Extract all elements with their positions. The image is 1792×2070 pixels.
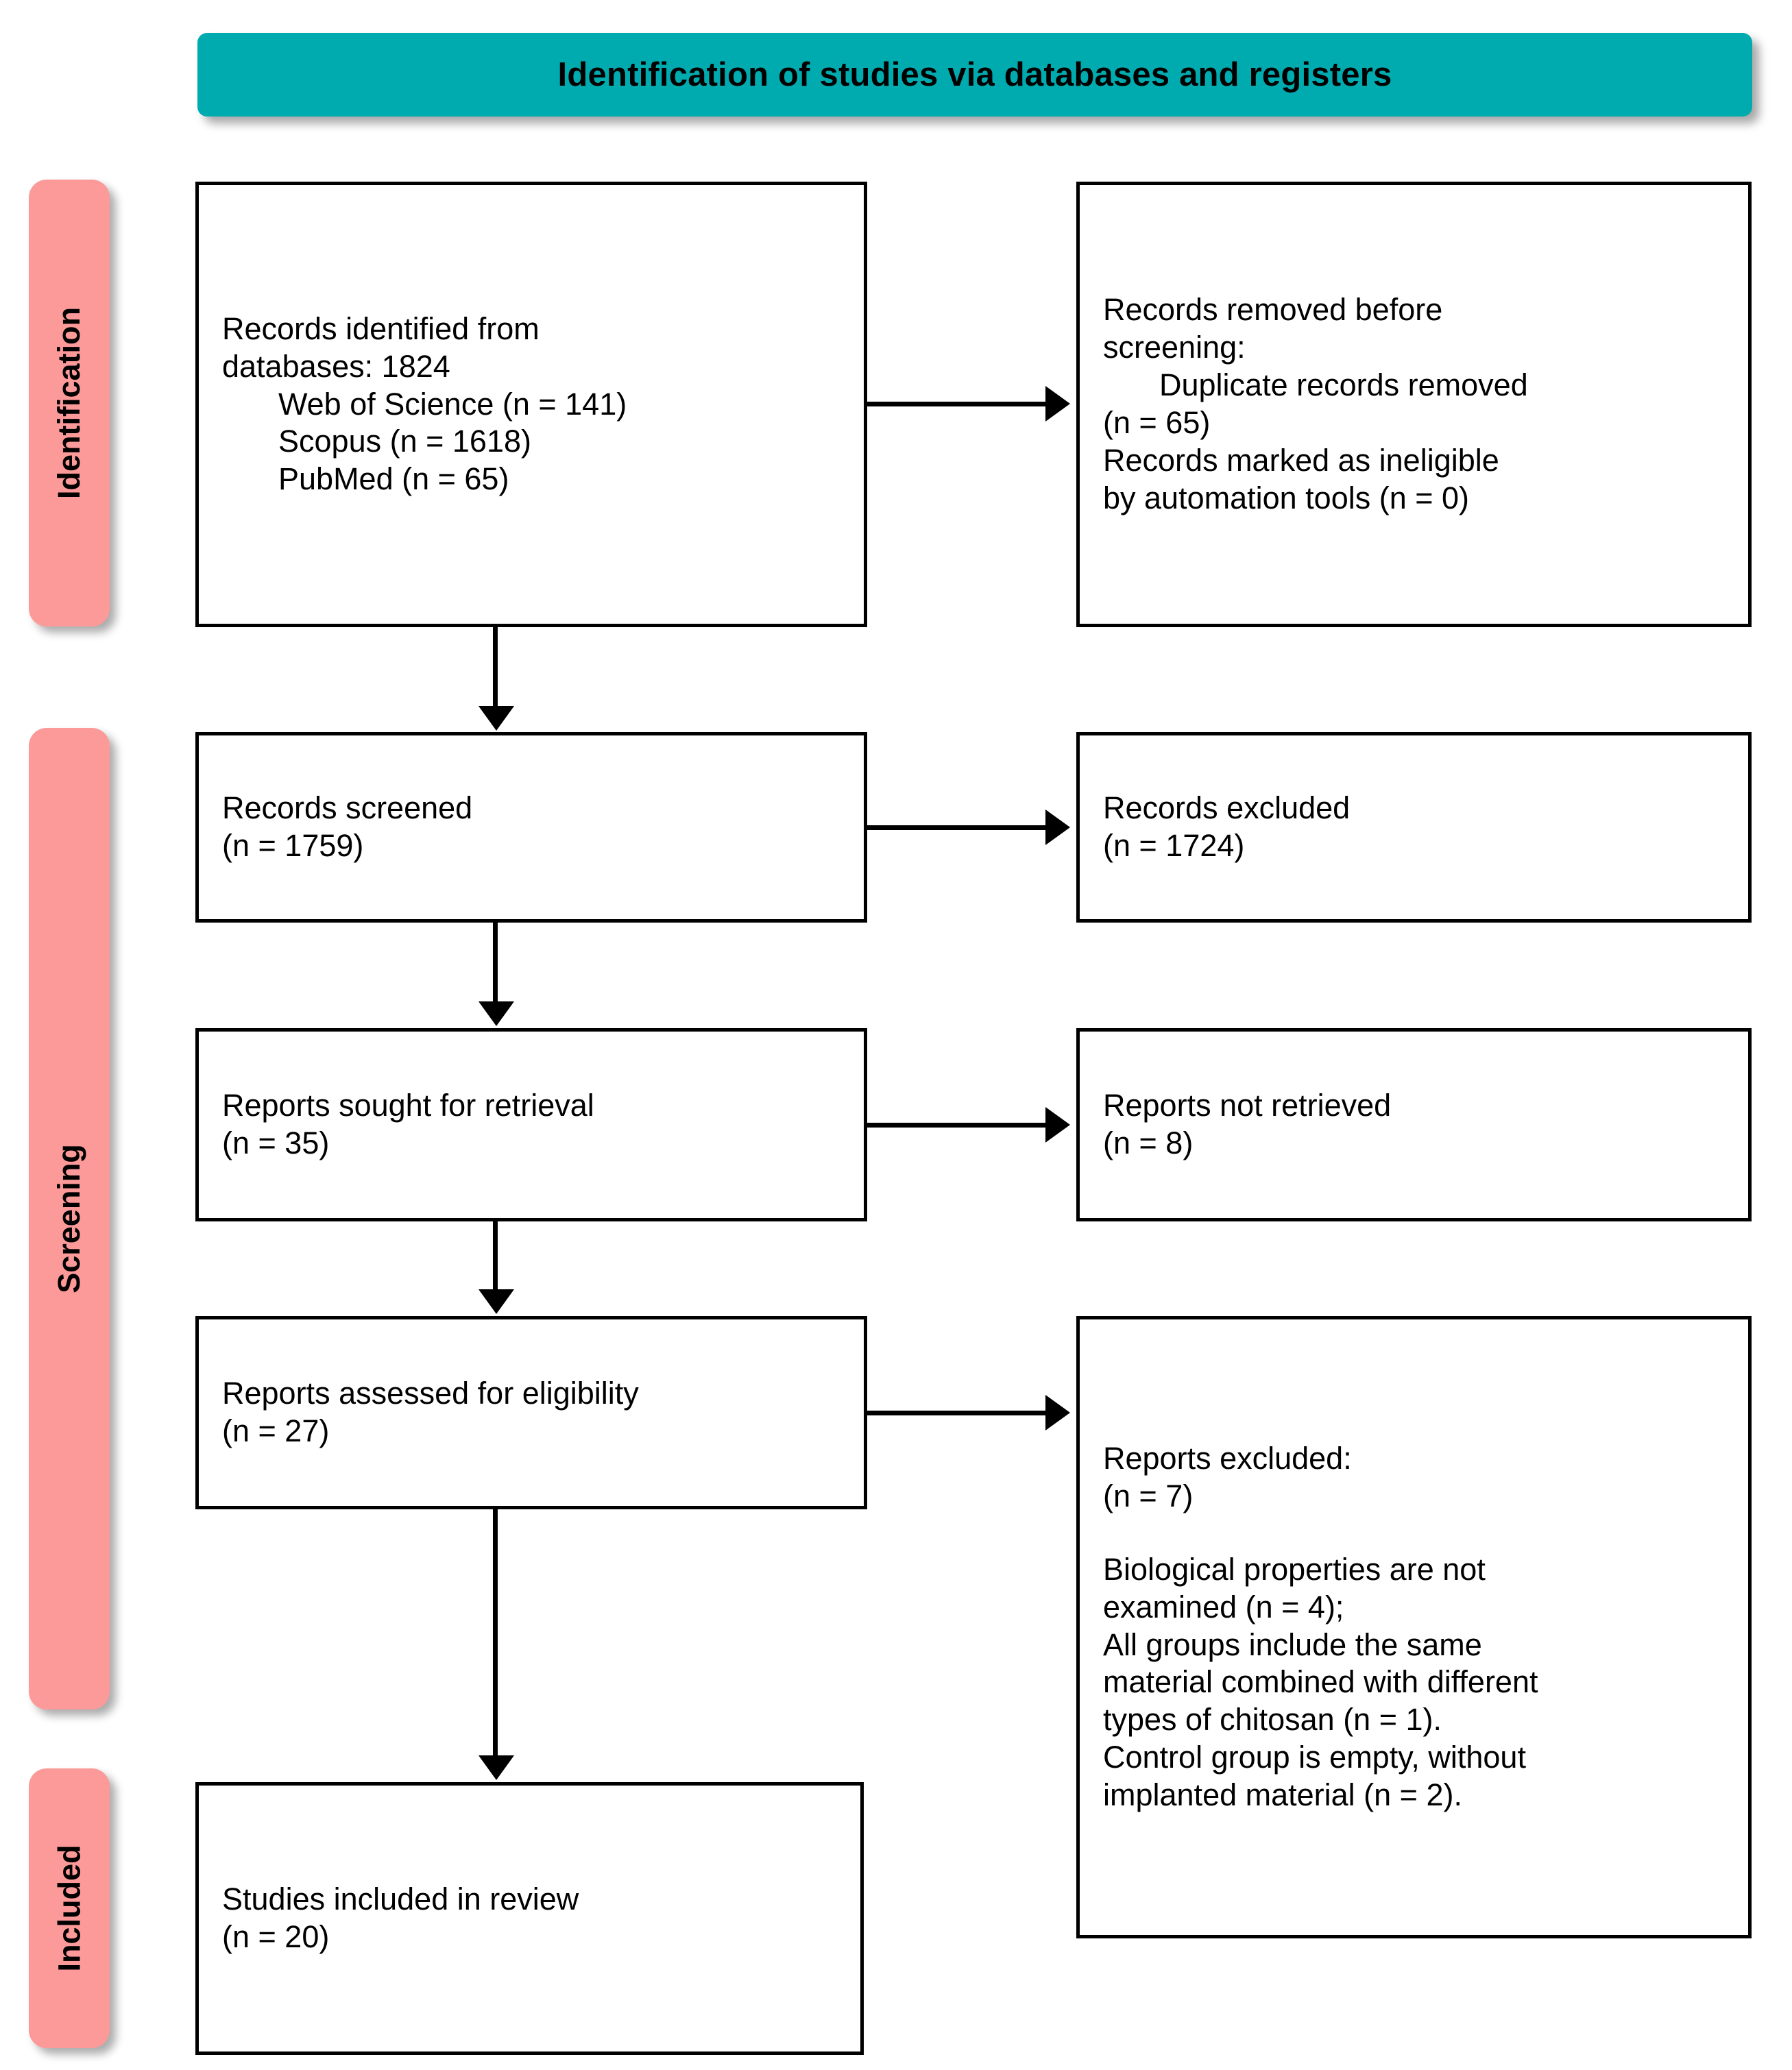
records-identified-line2: databases: 1824 [222, 348, 450, 384]
connector-assessed-to-included [493, 1509, 498, 1757]
connector-assessed-to-reports-excluded [867, 1411, 1047, 1415]
records-screened-label: Records screened [222, 790, 473, 826]
records-removed-duplicates-line2: (n = 65) [1103, 405, 1211, 440]
stage-tab-included: Included [29, 1768, 110, 2048]
stage-label-included: Included [51, 1844, 87, 1972]
diagram-title: Identification of studies via databases … [557, 56, 1392, 93]
arrowhead-down-icon [479, 1001, 514, 1026]
records-removed-duplicates-line1: Duplicate records removed [1159, 367, 1528, 403]
reports-assessed-label: Reports assessed for eligibility [222, 1376, 639, 1411]
studies-included-label: Studies included in review [222, 1882, 579, 1917]
records-removed-heading-line2: screening: [1103, 329, 1725, 367]
records-removed-heading-italic-screening: screening [1103, 330, 1237, 365]
reports-excluded-reason2-line2: material combined with different [1103, 1664, 1538, 1700]
connector-identified-to-screened [493, 627, 498, 708]
reports-excluded-reason3-line1: Control group is empty, without [1103, 1740, 1526, 1775]
stage-label-identification: Identification [51, 307, 86, 499]
reports-not-retrieved-label: Reports not retrieved [1103, 1088, 1392, 1123]
records-removed-heading-line1: Records removed before [1103, 291, 1725, 329]
connector-sought-to-assessed [493, 1221, 498, 1291]
reports-assessed-count: (n = 27) [222, 1413, 330, 1448]
records-removed-heading-colon: : [1237, 330, 1246, 365]
box-records-screened: Records screened (n = 1759) [195, 732, 867, 923]
arrowhead-right-icon [1045, 386, 1070, 422]
arrowhead-down-icon [479, 1755, 514, 1780]
stage-tab-identification: Identification [29, 180, 110, 626]
arrowhead-down-icon [479, 706, 514, 731]
connector-screened-to-excluded [867, 825, 1047, 830]
reports-not-retrieved-count: (n = 8) [1103, 1125, 1194, 1160]
reports-excluded-reason2-line3: types of chitosan (n = 1). [1103, 1702, 1442, 1738]
arrowhead-right-icon [1045, 809, 1070, 845]
box-reports-excluded-reasons: Reports excluded: (n = 7) Biological pro… [1076, 1316, 1752, 1938]
arrowhead-down-icon [479, 1289, 514, 1314]
records-removed-ineligible-line1: Records marked as ineligible [1103, 442, 1499, 478]
records-excluded-count: (n = 1724) [1103, 828, 1245, 863]
box-records-removed: Records removed before screening: Duplic… [1076, 182, 1752, 627]
box-records-identified: Records identified from databases: 1824 … [195, 182, 867, 627]
arrowhead-right-icon [1045, 1395, 1070, 1430]
diagram-header-banner: Identification of studies via databases … [197, 33, 1752, 117]
box-studies-included: Studies included in review (n = 20) [195, 1782, 864, 2055]
reports-excluded-spacer [1103, 1515, 1725, 1551]
stage-label-screening: Screening [51, 1144, 87, 1293]
reports-excluded-label: Reports excluded: [1103, 1440, 1352, 1476]
reports-excluded-reason1-line1: Biological properties are not [1103, 1551, 1486, 1587]
records-screened-count: (n = 1759) [222, 828, 364, 863]
records-identified-source-scopus: Scopus (n = 1618) [278, 424, 531, 459]
connector-sought-to-not-retrieved [867, 1123, 1047, 1128]
stage-tab-screening: Screening [29, 728, 110, 1709]
records-identified-line1: Records identified from [222, 310, 540, 346]
records-identified-source-web-of-science: Web of Science (n = 141) [278, 386, 627, 422]
records-removed-heading-italic-before: before [1355, 292, 1443, 328]
box-reports-assessed: Reports assessed for eligibility (n = 27… [195, 1316, 867, 1509]
reports-sought-count: (n = 35) [222, 1125, 330, 1160]
reports-excluded-count: (n = 7) [1103, 1478, 1194, 1513]
reports-excluded-reason1-line2: examined (n = 4); [1103, 1589, 1344, 1624]
reports-excluded-reason2-line1: All groups include the same [1103, 1627, 1482, 1662]
connector-identified-to-removed [867, 402, 1047, 406]
box-reports-not-retrieved: Reports not retrieved (n = 8) [1076, 1028, 1752, 1221]
records-removed-ineligible-line2: by automation tools (n = 0) [1103, 480, 1470, 515]
records-identified-source-pubmed: PubMed (n = 65) [278, 461, 509, 497]
reports-excluded-reason3-line2: implanted material (n = 2). [1103, 1777, 1462, 1813]
box-records-excluded: Records excluded (n = 1724) [1076, 732, 1752, 923]
box-reports-sought: Reports sought for retrieval (n = 35) [195, 1028, 867, 1221]
studies-included-count: (n = 20) [222, 1919, 330, 1954]
arrowhead-right-icon [1045, 1107, 1070, 1143]
reports-sought-label: Reports sought for retrieval [222, 1088, 594, 1123]
records-excluded-label: Records excluded [1103, 790, 1351, 826]
records-removed-heading-plain: Records removed [1103, 292, 1355, 328]
connector-screened-to-sought [493, 923, 498, 1003]
